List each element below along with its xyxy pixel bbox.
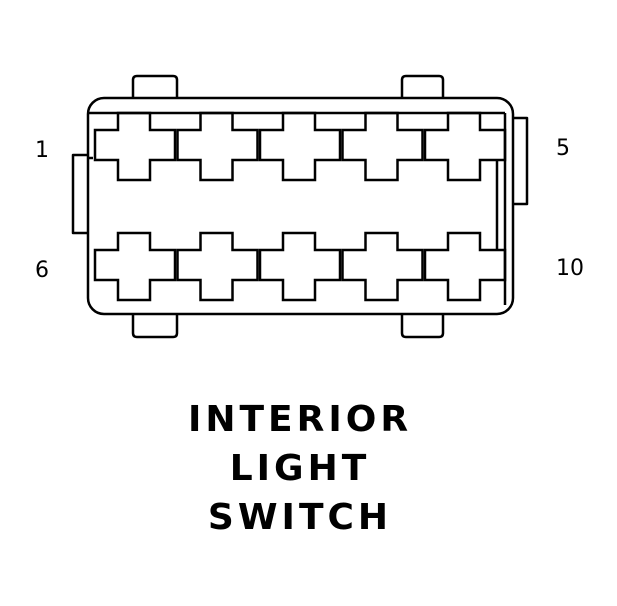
terminal-cavity-7: [176, 231, 259, 302]
terminal-cavity-1: [93, 111, 177, 182]
caption-line-1: INTERIOR: [187, 399, 413, 440]
terminal-cavity-4: [341, 111, 424, 182]
pin-label-10: 10: [556, 256, 584, 281]
terminal-cavity-10: [423, 231, 507, 302]
terminal-cavity-6: [93, 231, 177, 302]
top-left-tab: [131, 74, 179, 98]
caption-line-2: LIGHT: [229, 448, 371, 489]
right-latch: [513, 116, 529, 206]
pin-label-6: 6: [35, 258, 49, 283]
terminal-cavity-3: [258, 111, 342, 182]
terminal-cavity-9: [341, 231, 424, 302]
pin-label-5: 5: [556, 136, 570, 161]
top-right-tab: [400, 74, 445, 98]
connector-housing: [86, 96, 515, 316]
bottom-left-tab: [131, 314, 179, 339]
terminal-cavity-8: [258, 231, 342, 302]
terminal-cavity-2: [176, 111, 259, 182]
caption-line-3: SWITCH: [207, 497, 393, 538]
terminal-cavity-5: [423, 111, 507, 182]
pin-label-1: 1: [35, 138, 49, 163]
bottom-right-tab: [400, 314, 445, 339]
left-latch: [71, 153, 88, 235]
